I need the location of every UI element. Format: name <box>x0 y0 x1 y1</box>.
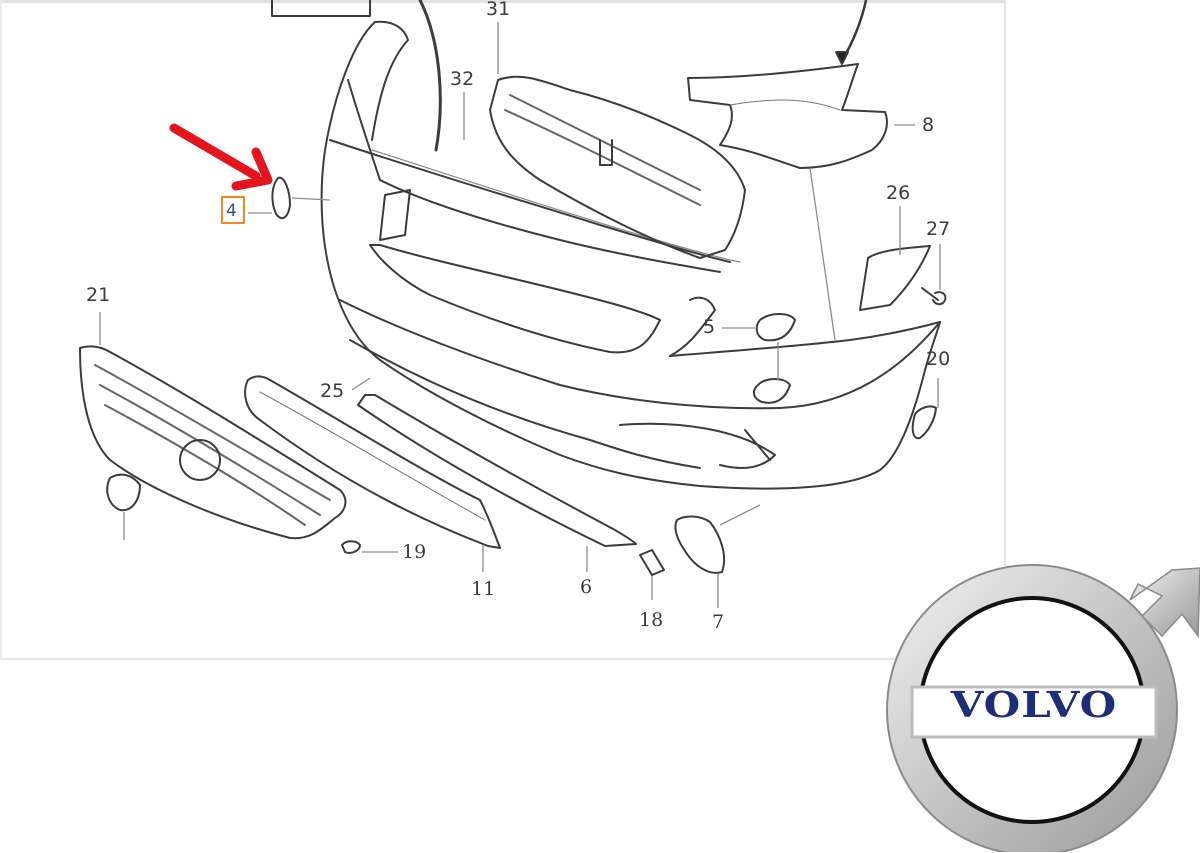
callout-32[interactable]: 32 <box>450 68 475 90</box>
diagram-panel <box>0 0 1006 660</box>
callout-21[interactable]: 21 <box>86 284 111 306</box>
callout-19[interactable]: 19 <box>402 541 427 563</box>
highlighted-callout-4[interactable]: 4 <box>221 196 245 224</box>
red-arrow-icon <box>169 123 273 191</box>
callout-25[interactable]: 25 <box>320 380 345 402</box>
volvo-logo-text: VOLVO <box>950 683 1118 726</box>
callout-18[interactable]: 18 <box>639 609 664 631</box>
callout-20[interactable]: 20 <box>926 348 951 370</box>
callout-8[interactable]: 8 <box>922 114 935 136</box>
callout-7[interactable]: 7 <box>712 611 725 633</box>
callout-27[interactable]: 27 <box>926 218 951 240</box>
inset-box <box>271 0 371 17</box>
callout-6[interactable]: 6 <box>580 576 593 598</box>
callout-11[interactable]: 11 <box>471 578 496 600</box>
callout-26[interactable]: 26 <box>886 182 911 204</box>
callout-31[interactable]: 31 <box>486 0 511 20</box>
callout-5[interactable]: 5 <box>703 316 716 338</box>
volvo-logo-icon <box>886 564 1200 852</box>
callout-4-label: 4 <box>226 201 237 221</box>
